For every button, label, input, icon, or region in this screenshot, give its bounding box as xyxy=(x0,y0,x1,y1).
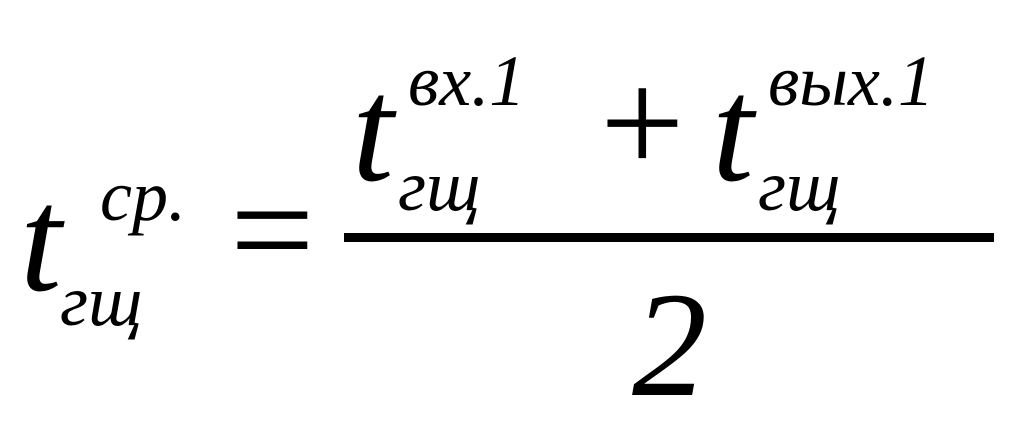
lhs-subscript: гщ xyxy=(60,261,143,341)
equals-sign: = xyxy=(230,147,315,313)
numerator-term2-subscript: гщ xyxy=(758,146,841,226)
numerator-term2-superscript: вых.1 xyxy=(768,41,934,121)
fraction-bar xyxy=(344,233,994,242)
plus-sign: + xyxy=(600,40,685,206)
numerator-term1-subscript: гщ xyxy=(398,146,481,226)
lhs-superscript: ср. xyxy=(100,156,186,236)
numerator-term1-base: t xyxy=(352,47,394,213)
numerator-term1-superscript: вх.1 xyxy=(408,41,526,121)
lhs-base: t xyxy=(20,157,62,323)
denominator: 2 xyxy=(632,262,707,428)
numerator-term2-base: t xyxy=(712,47,754,213)
